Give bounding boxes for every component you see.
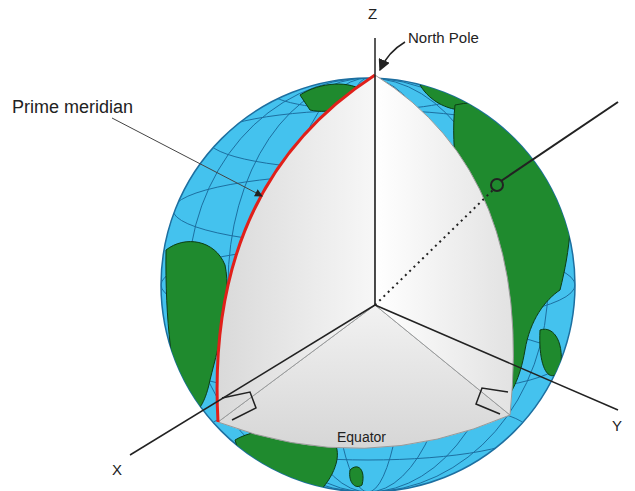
axis-label: Z xyxy=(368,6,377,23)
axis-label: X xyxy=(112,462,122,479)
meridian-label: Prime meridian xyxy=(12,98,133,118)
axis-label: Y xyxy=(612,418,622,435)
equator-label: Equator xyxy=(337,430,386,445)
pole-label: North Pole xyxy=(408,30,479,47)
